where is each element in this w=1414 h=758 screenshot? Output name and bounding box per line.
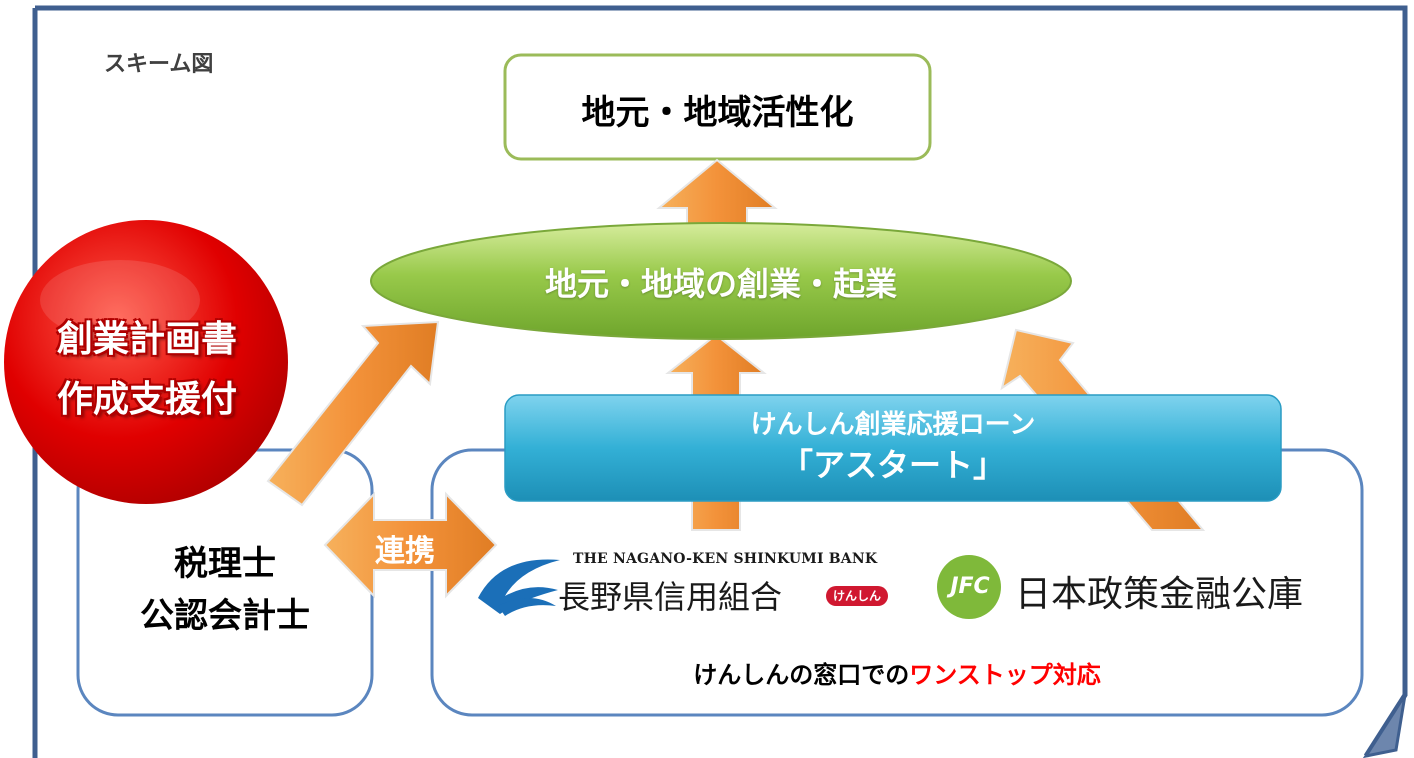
loan-name: 「アスタート」 — [780, 446, 1005, 484]
onestop-caption: けんしんの窓口でのワンストップ対応 — [432, 655, 1362, 690]
goal-label: 地元・地域活性化 — [581, 93, 854, 133]
loan-bar — [504, 394, 1282, 502]
bank-logo-icon — [478, 559, 560, 616]
jfc-name: 日本政策金融公庫 — [1015, 574, 1304, 615]
loan-title: けんしん創業応援ローン — [750, 410, 1036, 440]
badge-line-1: 創業計画書 — [56, 319, 237, 360]
bank-nickname-badge: けんしん — [826, 586, 888, 606]
collaboration-label: 連携 — [375, 534, 435, 569]
startup-label: 地元・地域の創業・起業 — [544, 265, 897, 303]
advisor-line-1: 税理士 — [174, 544, 276, 584]
badge-line-2: 作成支援付 — [56, 379, 237, 420]
left-diagonal-arrow-icon — [266, 320, 440, 507]
scheme-label: スキーム図 — [104, 52, 214, 77]
bank-english-name: THE NAGANO-KEN SHINKUMI BANK — [573, 551, 878, 567]
startup-ellipse — [370, 222, 1072, 340]
jfc-logo-icon — [937, 555, 1001, 619]
jfc-logo-text: JFC — [950, 574, 990, 599]
plan-support-badge — [4, 220, 288, 504]
goal-box — [503, 53, 932, 161]
onestop-highlight: ワンストップ対応 — [909, 661, 1101, 689]
double-arrow-icon — [323, 491, 498, 599]
page-curl-icon — [1362, 694, 1407, 758]
bank-name: 長野県信用組合 — [558, 578, 783, 616]
onestop-prefix: けんしんの窓口での — [693, 661, 910, 689]
advisor-line-2: 公認会計士 — [140, 596, 310, 636]
